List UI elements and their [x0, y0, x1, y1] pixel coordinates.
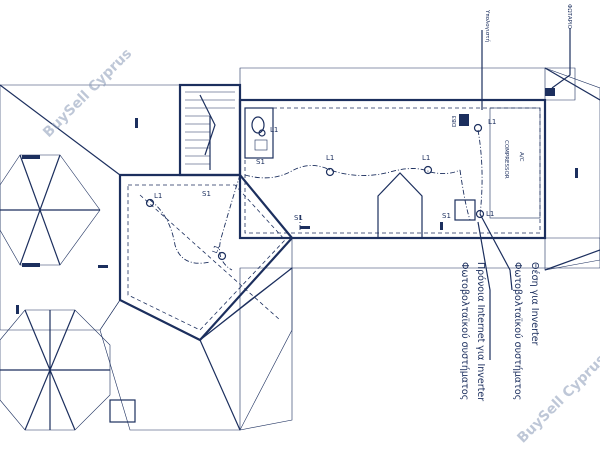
wall-small-box	[109, 399, 136, 423]
compressor-label: COMPRESSOR	[503, 140, 509, 179]
light-label: L1	[211, 244, 221, 255]
roof-right-band	[544, 67, 600, 271]
roof-areas	[0, 67, 600, 431]
roof-left	[0, 84, 181, 331]
ceiling-lines	[127, 107, 541, 331]
light-labels: L1 L1 L1 L1 L1 L1 L1	[154, 118, 496, 254]
watermark-bottom-right: BuySell Cyprus	[514, 351, 600, 446]
staircase	[185, 91, 235, 170]
roof-middle	[99, 267, 293, 431]
light-label: L1	[422, 154, 430, 162]
note-ypologistis: Υπολογιστή	[484, 9, 491, 43]
note-fotovoltaikou-2: Φωτοβολταϊκού συστήματος	[459, 262, 470, 400]
switch-labels: S1 S1 S1 S1	[202, 158, 451, 222]
note-fotovoltaikou-1: Φωτοβολταϊκού συστήματος	[512, 262, 523, 400]
light-label: L1	[270, 126, 278, 134]
skylight	[377, 172, 423, 239]
roof-hip-lines	[0, 67, 600, 431]
note-thesi: Θέση για Inverter	[529, 262, 540, 346]
note-prosoxi: Πρόνοια Internet για Inverter	[475, 262, 486, 401]
roof-bottom-right	[291, 237, 600, 269]
light-fixtures	[145, 123, 485, 261]
roof-top-band	[239, 67, 576, 101]
roof-markers	[16, 88, 578, 314]
note-fotario: ΦΩΤΑΡΙΟ	[566, 4, 572, 30]
watermark-top-left: BuySell Cyprus	[40, 46, 135, 141]
wall-main-room	[238, 98, 547, 240]
wiring	[149, 129, 483, 271]
ac-label: A/C	[518, 152, 524, 162]
db-label: DB3	[452, 115, 458, 127]
switch-label: S1	[442, 212, 451, 220]
light-label: L1	[326, 154, 334, 162]
db-panel	[459, 114, 469, 126]
light-label: L1	[154, 192, 162, 200]
switch-label: S1	[256, 158, 265, 166]
leader-lines	[477, 28, 571, 360]
roof-lower-right	[239, 267, 293, 431]
light-label: L1	[488, 118, 496, 126]
switch-label: S1	[202, 190, 211, 198]
light-label: L1	[486, 210, 494, 218]
wall-diamond-room	[118, 173, 294, 342]
switch-label: S1	[294, 214, 303, 222]
